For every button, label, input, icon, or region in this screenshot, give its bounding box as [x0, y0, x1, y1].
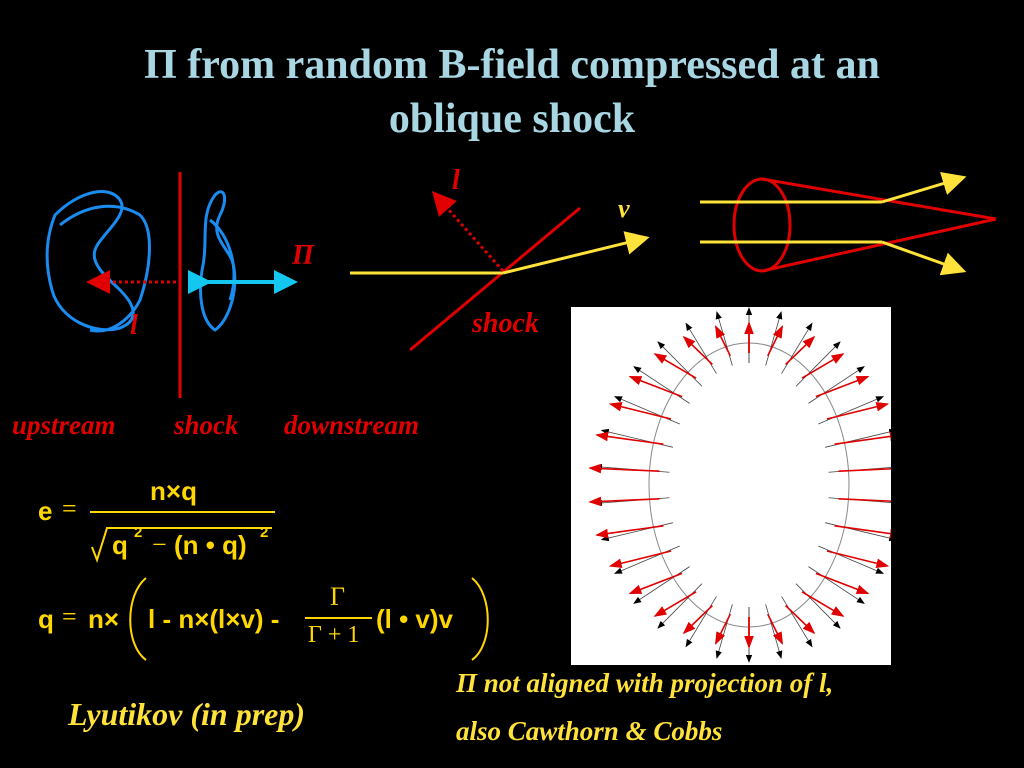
field-arrow-black — [818, 545, 884, 574]
cone-edge-bottom — [761, 217, 997, 273]
field-arrow-black — [657, 583, 703, 629]
plot-background — [571, 307, 891, 665]
eq2-gamma-den: Γ + 1 — [308, 622, 360, 648]
field-arrow-red — [682, 605, 713, 635]
eq1-equals: = — [62, 494, 77, 523]
field-arrow-red — [588, 463, 660, 474]
vector-field-plot — [571, 307, 891, 665]
eq1-den-q: q — [112, 530, 128, 560]
field-arrow-red — [801, 353, 845, 379]
downstream-label: downstream — [284, 410, 420, 440]
note-line-2: also Cawthorn & Cobbs — [456, 716, 723, 746]
slide-title: Π from random B-field compressed at an o… — [0, 38, 1024, 146]
field-arrow-red — [826, 550, 890, 568]
shock-label-left: shock — [174, 410, 239, 440]
field-arrow-black — [633, 566, 690, 604]
field-arrow-black — [781, 596, 813, 648]
eq2-lhs: q — [38, 604, 54, 634]
shock-line-mid — [409, 206, 581, 352]
field-arrow-red — [682, 335, 713, 365]
note-line-1: Π not aligned with projection of l, — [456, 668, 834, 698]
eq2-equals: = — [62, 602, 77, 631]
field-arrow-black — [715, 604, 733, 659]
flow-line-bottom-out — [881, 240, 967, 276]
field-arrow-red — [834, 524, 891, 539]
eq1-sqrt-bar — [91, 527, 272, 564]
eq1-lhs: e — [38, 496, 53, 526]
field-arrow-black — [808, 366, 865, 404]
l-arrow-mid — [432, 191, 505, 272]
field-arrow-red — [838, 497, 891, 502]
field-arrow-black — [818, 396, 884, 425]
eq1-den-sup2: 2 — [260, 524, 269, 541]
eq2-right-paren — [471, 577, 489, 661]
field-arrow-red — [834, 431, 891, 446]
v-label: v — [618, 194, 630, 223]
field-arrow-black — [765, 311, 783, 366]
field-arrow-black — [795, 583, 841, 629]
field-arrow-black — [808, 566, 865, 604]
eq2-body1: l - n×(l×v) - — [148, 604, 280, 634]
field-arrow-black — [657, 341, 703, 387]
field-arrow-red — [826, 402, 890, 420]
field-arrow-red — [815, 572, 870, 595]
shock-label-mid: shock — [472, 308, 539, 339]
field-arrow-black — [795, 341, 841, 387]
field-arrow-red — [608, 402, 672, 420]
field-arrow-red — [628, 572, 683, 595]
field-arrow-red — [628, 375, 683, 398]
title-line-1: Π from random B-field compressed at an — [144, 42, 880, 88]
field-arrow-red — [595, 524, 664, 539]
eq2-body2: (l • v)v — [376, 604, 454, 634]
field-arrow-black — [781, 322, 813, 374]
field-arrow-red — [801, 591, 845, 617]
upstream-label: upstream — [12, 410, 116, 440]
eq2-gamma-num: Γ — [330, 582, 346, 611]
credit-caption: Lyutikov (in prep) — [68, 696, 305, 732]
field-arrow-black — [765, 604, 783, 659]
field-arrow-red — [766, 325, 783, 357]
field-arrow-red — [595, 431, 664, 446]
vector-arrows — [588, 307, 891, 663]
l-label-left: l — [130, 310, 138, 341]
outgoing-flow — [502, 231, 650, 275]
upstream-field-loop — [45, 190, 151, 333]
field-arrow-red — [838, 468, 891, 473]
cone-base — [732, 177, 792, 273]
field-arrow-black — [614, 545, 680, 574]
field-arrow-red — [815, 375, 870, 398]
field-arrow-black — [685, 322, 717, 374]
pi-label: Π — [292, 240, 314, 271]
eq2-n-cross: n× — [88, 604, 120, 634]
field-arrow-black — [715, 311, 733, 366]
field-arrow-red — [715, 613, 732, 645]
eq1-numerator: n×q — [150, 476, 197, 506]
title-line-2: oblique shock — [388, 96, 636, 142]
downstream-field-loop — [199, 190, 237, 332]
eq1-den-sup: 2 — [134, 524, 143, 541]
field-arrow-black — [633, 366, 690, 404]
cone-edge-top — [761, 177, 997, 221]
eq1-den-paren: (n • q) — [174, 530, 247, 560]
field-arrow-red — [588, 496, 660, 507]
field-arrow-red — [715, 325, 732, 357]
field-arrow-red — [653, 591, 697, 617]
field-arrow-red — [608, 550, 672, 568]
field-arrow-red — [766, 613, 783, 645]
flow-line-top-out — [881, 171, 967, 204]
field-arrow-black — [614, 396, 680, 425]
field-arrow-red — [785, 335, 816, 365]
l-label-mid: l — [452, 165, 460, 196]
field-arrow-red — [653, 353, 697, 379]
eq1-den-minus: − — [152, 530, 167, 559]
field-arrow-black — [685, 596, 717, 648]
field-arrow-red — [785, 605, 816, 635]
eq2-left-paren — [129, 577, 147, 661]
